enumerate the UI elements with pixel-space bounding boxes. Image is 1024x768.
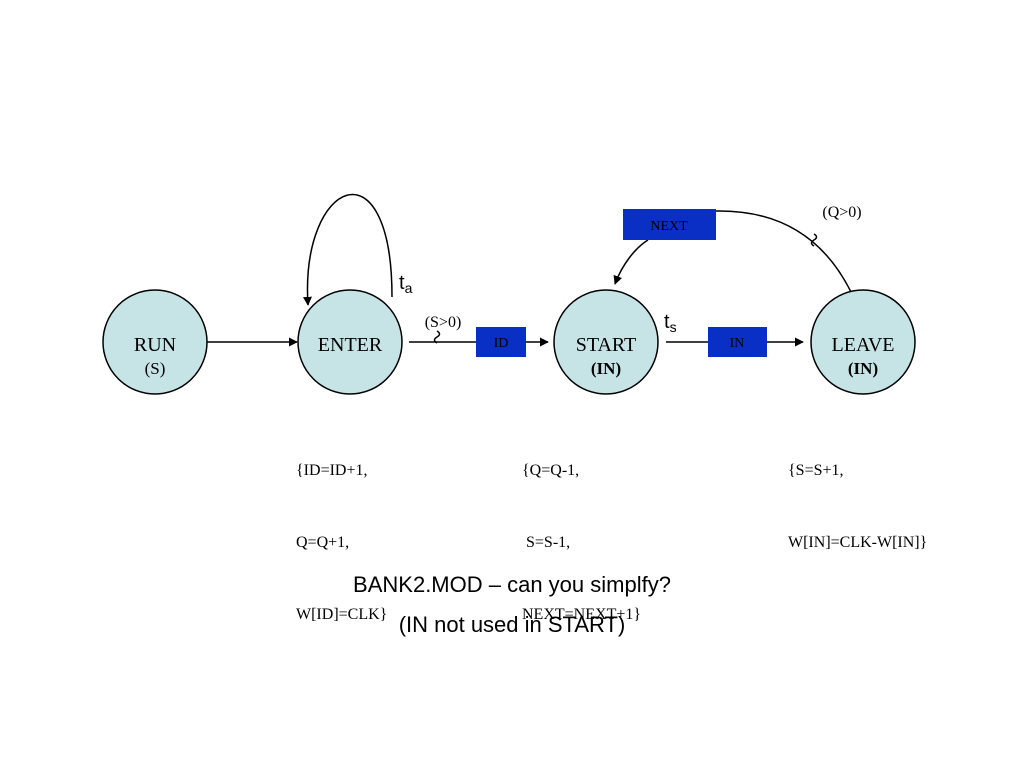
caption-note: (IN not used in START) [398,612,626,637]
action-start-line: {Q=Q-1, [522,462,580,479]
token-in: IN [708,327,767,357]
edge-next-start [613,239,649,285]
action-enter: {ID=ID+1, Q=Q+1, W[ID]=CLK} [296,411,387,651]
token-next-label: NEXT [650,219,688,234]
edge-leave-next [715,210,852,293]
timer-ta-sub: a [405,280,413,296]
node-leave-sub: (IN) [848,359,878,378]
node-run: RUN (S) [102,289,208,395]
action-enter-line: W[ID]=CLK} [296,606,388,623]
node-start: START (IN) [553,289,659,395]
node-enter: ENTER [297,289,403,395]
node-start-sub: (IN) [591,359,621,378]
token-next: NEXT [623,209,716,240]
timer-ta-base: t [399,272,405,294]
condition-s-gt-0: (S>0) [425,314,462,331]
timer-ta: ta [399,272,413,296]
action-start-line: S=S-1, [522,534,571,551]
action-leave-line: {S=S+1, [788,462,844,479]
node-leave: LEAVE (IN) [810,289,916,395]
condition-q-gt-0: (Q>0) [822,204,861,221]
delay-mark-leave-next [810,233,818,247]
caption-title: BANK2.MOD – can you simplfy? [353,572,671,597]
action-enter-line: {ID=ID+1, [296,462,368,479]
action-start: {Q=Q-1, S=S-1, NEXT=NEXT+1} [522,411,641,651]
action-enter-line: Q=Q+1, [296,534,350,551]
token-in-label: IN [730,336,745,351]
timer-ts: ts [664,311,677,335]
node-start-label: START [576,334,637,356]
node-run-sub: (S) [145,359,166,378]
token-id-label: ID [494,336,509,351]
timer-ts-base: t [664,311,670,333]
action-leave-line: W[IN]=CLK-W[IN]} [788,534,928,551]
delay-mark-enter-id [433,330,441,344]
edge-enter-self-loop [302,193,393,306]
timer-ts-sub: s [670,319,677,335]
token-id: ID [476,327,526,357]
action-leave: {S=S+1, W[IN]=CLK-W[IN]} [788,411,927,579]
node-run-label: RUN [134,334,176,356]
action-start-line: NEXT=NEXT+1} [522,606,642,623]
node-enter-label: ENTER [318,334,383,356]
node-leave-label: LEAVE [832,334,895,356]
